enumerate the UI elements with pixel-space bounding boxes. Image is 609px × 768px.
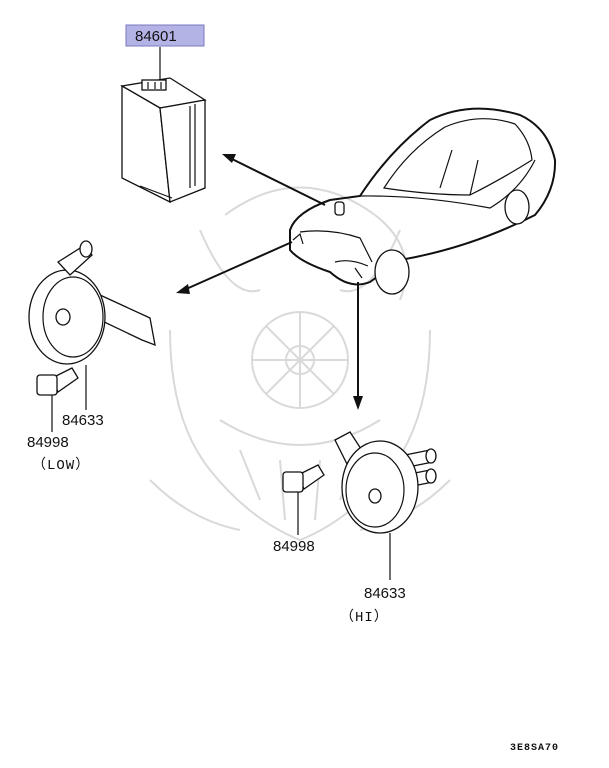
label-84601[interactable]: 84601 bbox=[135, 28, 177, 45]
hi-bolt[interactable] bbox=[282, 464, 325, 493]
horn-relay-module[interactable] bbox=[120, 77, 207, 204]
hi-horn[interactable] bbox=[334, 431, 437, 534]
label-84998-hi[interactable]: 84998 bbox=[273, 538, 315, 555]
diagram-code: 3E8SA70 bbox=[510, 743, 559, 754]
label-84633-hi[interactable]: 84633 bbox=[364, 585, 406, 602]
label-low-note: （LOW） bbox=[32, 457, 90, 474]
low-bolt[interactable] bbox=[36, 367, 79, 396]
arrow-to-low-horn bbox=[176, 241, 293, 294]
arrow-to-hi-horn bbox=[353, 282, 363, 410]
low-horn[interactable] bbox=[28, 240, 156, 365]
label-84633-low[interactable]: 84633 bbox=[62, 412, 104, 429]
car-illustration bbox=[289, 107, 557, 295]
label-84998-low[interactable]: 84998 bbox=[27, 434, 69, 451]
arrow-to-ecu bbox=[222, 154, 326, 206]
part-number-highlight bbox=[125, 24, 205, 47]
label-hi-note: （HI） bbox=[340, 609, 389, 626]
